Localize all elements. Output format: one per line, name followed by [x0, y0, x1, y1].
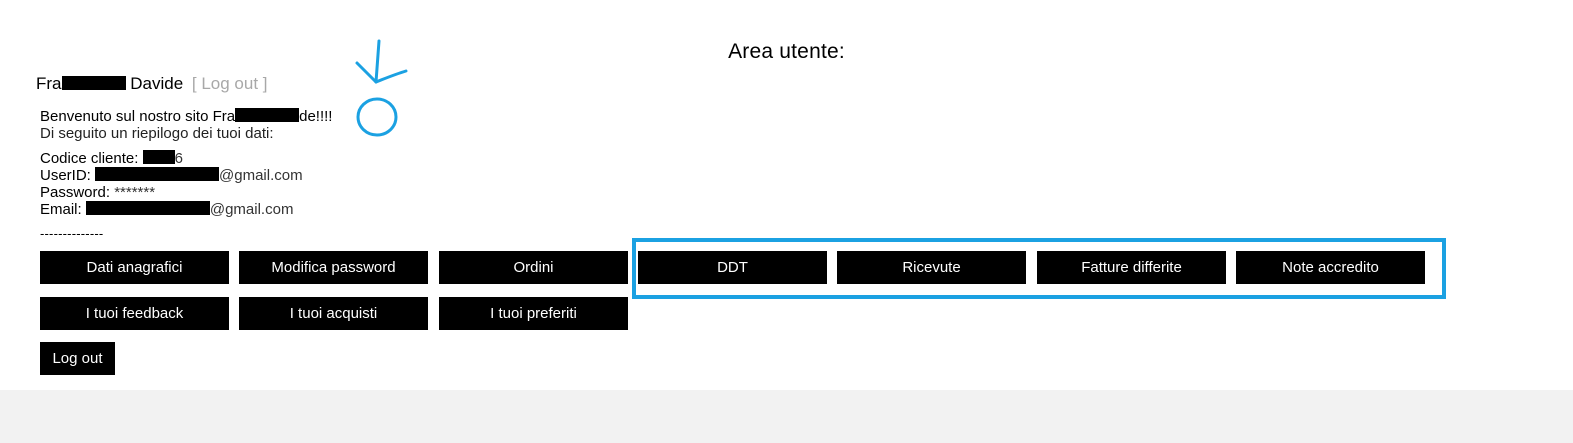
customer-code-value: 6 — [174, 150, 183, 167]
divider: -------------- — [40, 226, 104, 241]
welcome-message: Benvenuto sul nostro sito Fra de!!!! — [40, 108, 332, 125]
email-label: Email: — [40, 201, 82, 218]
redaction-bar — [142, 150, 175, 164]
redaction-bar — [235, 108, 300, 122]
dati-anagrafici-button[interactable]: Dati anagrafici — [40, 251, 229, 284]
customer-code-label: Codice cliente: — [40, 150, 139, 167]
footer-band — [0, 390, 1573, 443]
ddt-button[interactable]: DDT — [638, 251, 827, 284]
user-name-prefix: Fra — [36, 74, 62, 93]
customer-code-row: Codice cliente: 6 — [40, 150, 303, 167]
ricevute-button[interactable]: Ricevute — [837, 251, 1026, 284]
acquisti-button[interactable]: I tuoi acquisti — [239, 297, 428, 330]
ordini-button[interactable]: Ordini — [439, 251, 628, 284]
note-accredito-button[interactable]: Note accredito — [1236, 251, 1425, 284]
redaction-bar — [61, 76, 126, 90]
logout-button[interactable]: Log out — [40, 342, 115, 375]
userid-value: @gmail.com — [219, 167, 303, 184]
account-info: Codice cliente: 6 UserID: @gmail.com Pas… — [40, 150, 303, 218]
redaction-bar — [95, 167, 220, 181]
password-label: Password: — [40, 184, 111, 201]
user-name-line: Fra Davide [ Log out ] — [36, 74, 268, 94]
user-name-suffix: Davide — [130, 74, 184, 93]
password-value: ******* — [114, 184, 156, 201]
summary-text: Di seguito un riepilogo dei tuoi dati: — [40, 125, 274, 142]
logout-link[interactable]: [ Log out ] — [191, 74, 268, 93]
password-row: Password: ******* — [40, 184, 303, 201]
userid-label: UserID: — [40, 167, 91, 184]
preferiti-button[interactable]: I tuoi preferiti — [439, 297, 628, 330]
circle-highlight-icon — [356, 97, 398, 137]
modifica-password-button[interactable]: Modifica password — [239, 251, 428, 284]
redaction-bar — [85, 201, 210, 215]
fatture-differite-button[interactable]: Fatture differite — [1037, 251, 1226, 284]
userid-row: UserID: @gmail.com — [40, 167, 303, 184]
email-value: @gmail.com — [209, 201, 294, 218]
email-row: Email: @gmail.com — [40, 201, 303, 218]
welcome-prefix: Benvenuto sul nostro sito Fra — [40, 108, 236, 125]
welcome-suffix: de!!!! — [299, 108, 333, 125]
feedback-button[interactable]: I tuoi feedback — [40, 297, 229, 330]
page-title: Area utente: — [728, 40, 845, 63]
